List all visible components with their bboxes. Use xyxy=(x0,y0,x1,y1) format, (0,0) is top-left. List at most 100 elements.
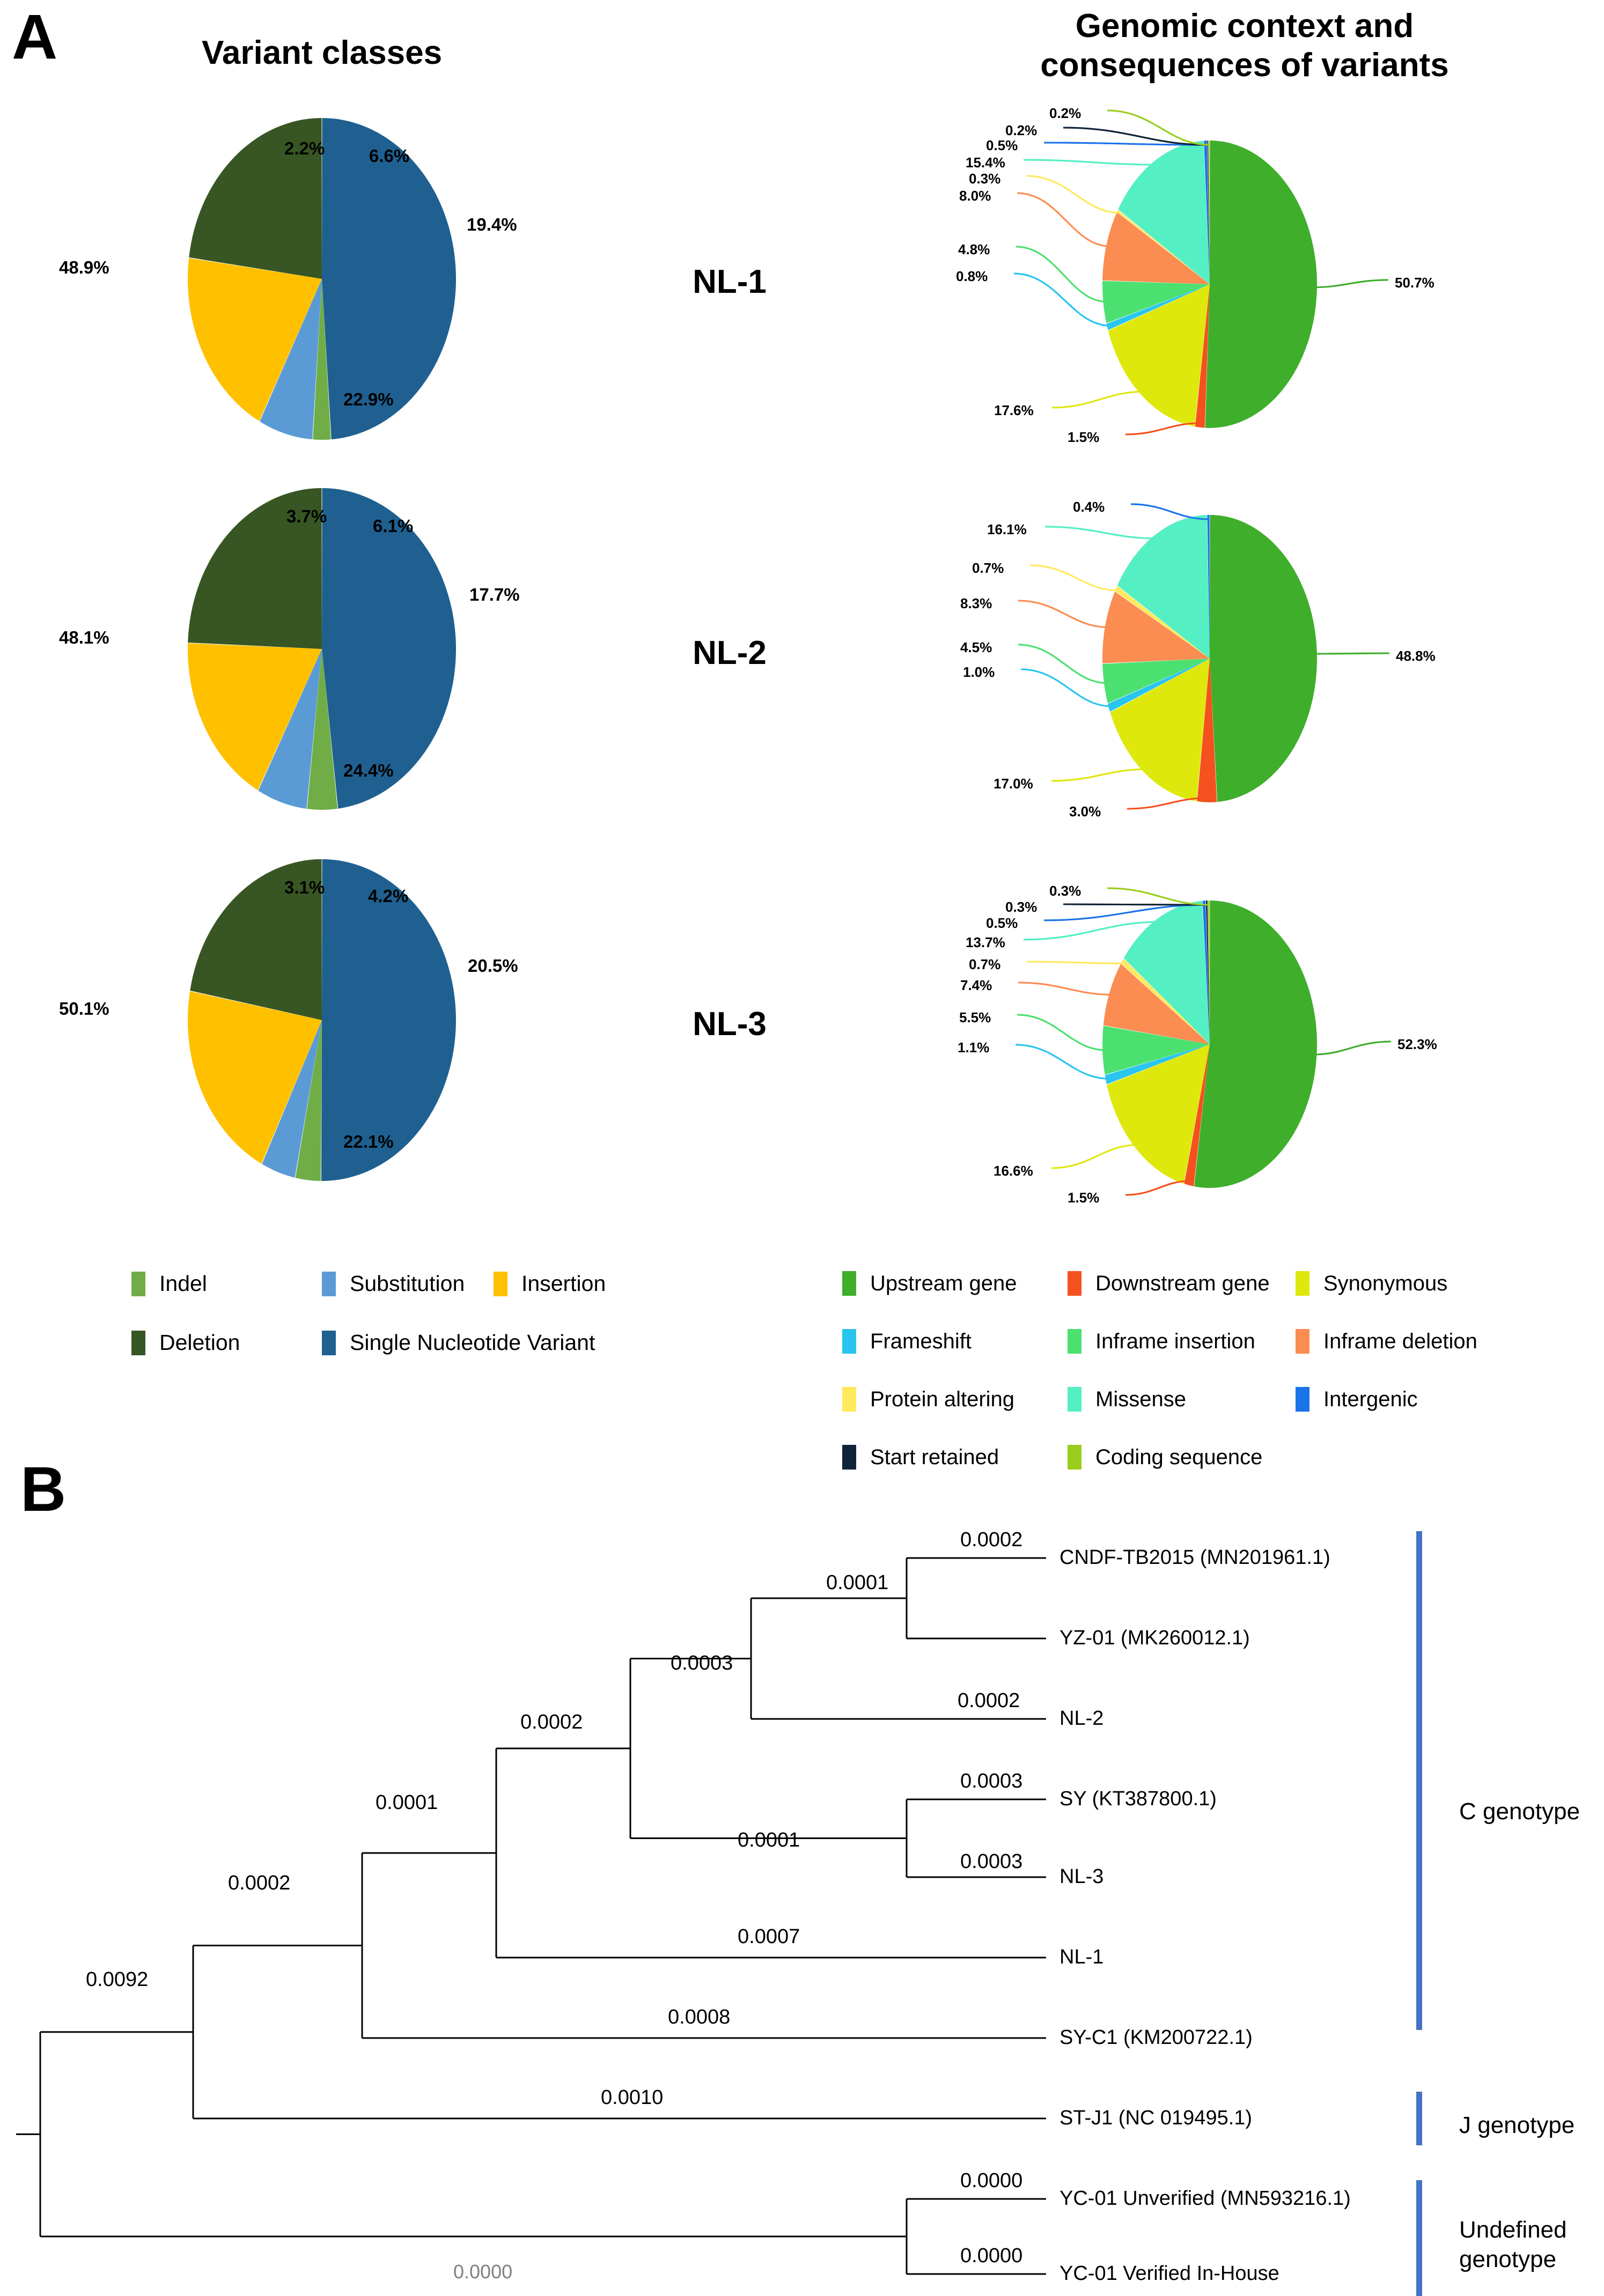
tree-tip-label-4: NL-3 xyxy=(1059,1865,1104,1888)
genotype-label-0: C genotype xyxy=(1459,1798,1580,1825)
legend-left-item-1-swatch xyxy=(322,1271,336,1296)
legend-right-item-8: Intergenic xyxy=(1296,1387,1418,1412)
pie-left-1-label-3: 22.9% xyxy=(343,389,394,409)
tree-branch-length-15: 0.0000 xyxy=(960,2245,1023,2267)
pie-left-2-slice-substitution xyxy=(258,649,322,809)
pie-right-3-label-5: 7.4% xyxy=(960,977,992,993)
tree-branch-length-4: 0.0003 xyxy=(960,1770,1023,1792)
tree-branch-length-8: 0.0007 xyxy=(738,1925,800,1948)
panel-a-letter: A xyxy=(12,2,58,72)
pie-right-3-leader-4 xyxy=(1017,1014,1106,1051)
pie-right-2-label-0: 48.8% xyxy=(1396,648,1436,664)
pie-right-3-top-leader-7 xyxy=(1023,921,1160,941)
pie-right-3-label-0: 52.3% xyxy=(1397,1036,1437,1052)
pie-left-3-slice-single-nucleotide-variant xyxy=(321,859,456,1181)
legend-right-item-6: Protein altering xyxy=(842,1387,1014,1412)
legend-right-item-0: Upstream gene xyxy=(842,1271,1017,1296)
legend-left-item-1: Substitution xyxy=(322,1271,465,1296)
pie-right-3-label-9: 0.3% xyxy=(1005,899,1038,915)
pie-right-3-label-6: 0.7% xyxy=(969,956,1001,972)
variant-classes-title: Variant classes xyxy=(201,34,443,71)
row-label-nl2: NL-2 xyxy=(693,634,767,671)
pie-right-1-label-6: 0.3% xyxy=(969,171,1001,187)
legend-right-item-2: Synonymous xyxy=(1296,1271,1447,1296)
legend-right-item-7-swatch xyxy=(1068,1387,1081,1412)
pie-right-1-top-leader-2 xyxy=(1051,390,1144,409)
tree-tip-label-0: CNDF-TB2015 (MN201961.1) xyxy=(1059,1546,1330,1569)
pie-right-3-slice-inframe-deletion xyxy=(1103,964,1210,1044)
legend-right-item-1-swatch xyxy=(1068,1271,1081,1296)
pie-right-3-leader-3 xyxy=(1015,1044,1109,1080)
pie-right-1-label-10: 0.2% xyxy=(1049,105,1081,121)
tree-tip-label-7: ST-J1 (NC 019495.1) xyxy=(1059,2107,1253,2129)
pie-right-1-slice-frameshift xyxy=(1106,284,1210,330)
pie-right-3-slice-upstream-gene xyxy=(1194,900,1317,1188)
pie-right-3-slice-frameshift xyxy=(1105,1044,1210,1084)
genomic-context-title-line1: Genomic context and xyxy=(1075,8,1414,45)
legend-left-item-2: Insertion xyxy=(494,1271,606,1296)
tree-branch-length-2: 0.0002 xyxy=(958,1689,1020,1712)
pie-left-3-slice-insertion xyxy=(187,991,322,1164)
pie-right-3-slice-synonymous xyxy=(1107,1044,1210,1184)
pie-right-1-top-leader-6 xyxy=(1026,175,1121,214)
tree-branch-length-3: 0.0003 xyxy=(671,1652,733,1674)
pie-right-2-leader-4 xyxy=(1018,644,1108,684)
tree-tip-label-6: SY-C1 (KM200722.1) xyxy=(1059,2026,1253,2049)
tree-tip-label-2: NL-2 xyxy=(1059,1707,1104,1730)
legend-right-item-2-label: Synonymous xyxy=(1323,1271,1448,1295)
tree-branch-length-6: 0.0002 xyxy=(520,1711,583,1733)
legend-right-item-3-label: Frameshift xyxy=(870,1329,972,1353)
pie-right-2-label-2: 17.0% xyxy=(994,776,1033,792)
pie-right-1-slice-inframe-insertion xyxy=(1102,280,1210,323)
phylogenetic-tree xyxy=(16,1557,1046,2275)
pie-left-2-slice-insertion xyxy=(187,643,322,791)
legend-right-item-10-label: Coding sequence xyxy=(1095,1445,1263,1469)
pie-right-1-slice-start-retained xyxy=(1207,141,1210,284)
legend-right-item-6-label: Protein altering xyxy=(870,1387,1015,1411)
pie-right-2-top-leader-7 xyxy=(1044,526,1157,540)
legend-right-item-5: Inframe deletion xyxy=(1296,1329,1477,1354)
pie-left-3-label-4: 50.1% xyxy=(59,999,109,1018)
legend-right-item-9-label: Start retained xyxy=(870,1445,999,1469)
genotype-label-1: J genotype xyxy=(1459,2112,1575,2138)
tree-tip-label-3: SY (KT387800.1) xyxy=(1059,1788,1217,1810)
pie-right-3-top-leader-9 xyxy=(1063,903,1207,906)
pie-right-2-leader-3 xyxy=(1020,668,1112,707)
legend-left-item-2-label: Insertion xyxy=(521,1271,606,1296)
pie-left-3-label-0: 3.1% xyxy=(284,877,325,897)
legend-right-item-9-swatch xyxy=(842,1445,856,1470)
pie-right-1-slice-intergenic xyxy=(1204,141,1210,284)
pie-right-2-label-8: 0.4% xyxy=(1073,499,1105,515)
row-label-nl1: NL-1 xyxy=(693,263,767,300)
pie-right-2-top-leader-1 xyxy=(1127,797,1208,810)
pie-right-1-label-0: 50.7% xyxy=(1395,275,1434,291)
pie-right-2-slice-intergenic xyxy=(1207,515,1210,659)
tree-scale-label: 0.0000 xyxy=(453,2261,513,2283)
pie-right-1-top-leader-5 xyxy=(1017,192,1110,247)
pie-right-3-label-3: 1.1% xyxy=(958,1039,990,1055)
pie-right-3-label-1: 1.5% xyxy=(1068,1190,1100,1206)
pie-right-2-top-leader-6 xyxy=(1029,564,1119,592)
pie-right-1-label-9: 0.2% xyxy=(1005,122,1038,138)
pie-right-3-slice-start-retained xyxy=(1205,900,1210,1044)
pie-right-2-label-1: 3.0% xyxy=(1069,803,1101,820)
pie-right-1-slice-protein-altering xyxy=(1117,210,1210,284)
pie-left-1-slice-deletion xyxy=(189,118,322,279)
pie-left-2-label-0: 3.7% xyxy=(286,506,327,526)
pie-left-2-label-1: 6.1% xyxy=(373,516,414,536)
genotype-label-2: Undefined genotype xyxy=(1459,2217,1567,2272)
tree-tip-label-5: NL-1 xyxy=(1059,1946,1104,1968)
pie-right-1-label-7: 15.4% xyxy=(966,154,1005,171)
tree-branch-length-0: 0.0002 xyxy=(960,1529,1023,1551)
pie-right-2-top-leader-0 xyxy=(1313,652,1390,655)
pie-right-3-label-8: 0.5% xyxy=(986,915,1018,931)
pie-right-1-slice-upstream-gene xyxy=(1205,141,1317,428)
legend-right-item-10-swatch xyxy=(1068,1445,1081,1470)
pie-right-1-top-leader-9 xyxy=(1063,127,1208,146)
tree-branch-length-12: 0.0092 xyxy=(86,1968,149,1991)
pie-left-2-slice-deletion xyxy=(188,488,322,649)
tree-branch-length-11: 0.0002 xyxy=(228,1872,291,1894)
legend-right-item-0-label: Upstream gene xyxy=(870,1271,1017,1295)
legend-left-item-0-swatch xyxy=(131,1271,145,1296)
tree-branch-length-13: 0.0010 xyxy=(601,2086,664,2109)
